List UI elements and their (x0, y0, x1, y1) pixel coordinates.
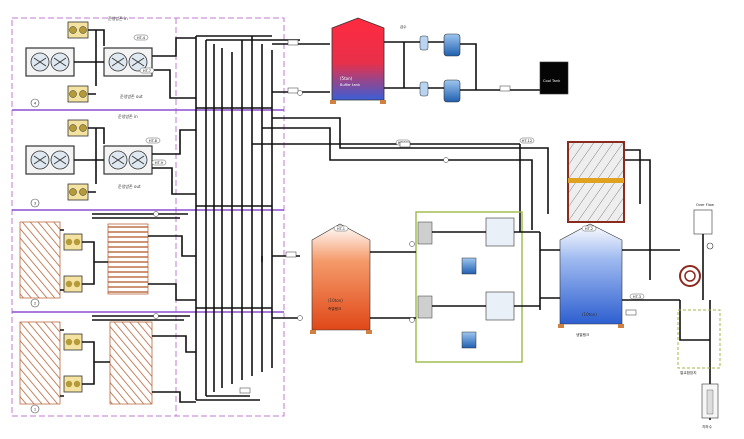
filter-cylinder-2 (443, 79, 461, 103)
fan-coil-unit-zone3-left (25, 145, 75, 175)
zone-number-3: 3 (30, 198, 40, 208)
svg-text:(10ton): (10ton) (328, 298, 343, 303)
overflow-vessel: Over Flow (693, 203, 714, 235)
radiant-coil-zone1-right (109, 321, 153, 405)
pump-piping (370, 231, 541, 319)
fan-coil-unit-zone3-right (103, 145, 153, 175)
groundwater-well (701, 383, 719, 419)
svg-text:3: 3 (34, 202, 36, 206)
heat-exchanger-area (677, 309, 721, 369)
fan-heater-zone4-b (67, 85, 89, 103)
ht-tags: HT-4 HT-7 HT-8 HT-9 HT-1 HT-2 HT-3 HT-11… (133, 34, 645, 300)
small-filter-1 (419, 35, 429, 51)
small-filter-2 (419, 81, 429, 97)
svg-text:4: 4 (34, 102, 37, 106)
fan-coil-unit-zone4-left (25, 47, 75, 77)
svg-text:HT-8: HT-8 (149, 139, 158, 143)
svg-text:Cool Tank: Cool Tank (543, 79, 561, 83)
heat-storage-tank: (10ton) 축열탱크 (310, 223, 372, 334)
fan-heater-zone2-a (63, 233, 83, 251)
fan-heater-zone1-b (63, 375, 83, 393)
svg-text:축열탱크: 축열탱크 (328, 306, 342, 311)
svg-text:1: 1 (34, 408, 36, 412)
fan-heater-zone3-b (67, 183, 89, 201)
valves (153, 39, 714, 394)
zone-number-4: 4 (30, 98, 40, 108)
zone-b-in-label: 준냉방존 in (118, 113, 138, 119)
cold-storage-tank: (10ton) 냉열탱크 (558, 223, 624, 337)
svg-text:(5ton): (5ton) (340, 76, 353, 81)
heat-exchanger-block (567, 141, 625, 223)
coil-reel (679, 265, 701, 287)
cold-tank-piping (540, 249, 680, 301)
svg-text:HT-3: HT-3 (633, 295, 641, 299)
main-header-pipes (195, 35, 300, 401)
greenhouse-zone-border (11, 17, 285, 417)
heat-exchanger-label: 열교환장치 (680, 370, 697, 375)
svg-text:HT-2: HT-2 (585, 227, 593, 231)
feed-water-label: 급수 (400, 24, 407, 29)
svg-text:Over Flow: Over Flow (696, 203, 714, 207)
svg-text:(10ton): (10ton) (582, 312, 597, 317)
fan-heater-zone3-a (67, 119, 89, 137)
svg-text:Buffer tank: Buffer tank (340, 83, 361, 87)
filter-cylinder-1 (443, 33, 461, 57)
radiant-coil-zone2-right (107, 223, 149, 295)
fan-heater-zone2-b (63, 275, 83, 293)
zone-a-top-label: 준냉방존 in (108, 15, 128, 21)
zone-number-2: 2 (30, 298, 40, 308)
svg-text:HT-9: HT-9 (155, 161, 164, 165)
zone-number-1: 1 (30, 404, 40, 414)
buffer-tank-piping (272, 43, 330, 93)
buffer-tank: (5ton) Buffer tank (330, 17, 386, 104)
fan-heater-zone4-a (67, 21, 89, 39)
svg-text:냉열탱크: 냉열탱크 (576, 332, 590, 337)
zone-b-out-label: 준냉방존 out (118, 183, 141, 189)
svg-text:2: 2 (34, 302, 36, 306)
zone-a-out-label: 준냉방존 out (120, 93, 143, 99)
radiant-coil-zone1-left (19, 321, 61, 405)
pump-station-box (415, 211, 523, 363)
svg-text:HT-1: HT-1 (337, 227, 345, 231)
svg-text:HT-7: HT-7 (143, 69, 151, 73)
zone-piping (60, 29, 196, 403)
cool-tank: Cool Tank (539, 61, 569, 95)
groundwater-label: 지하수 (702, 424, 713, 429)
radiant-coil-zone2-left (19, 221, 61, 299)
filter-piping (384, 41, 540, 91)
svg-text:HT-12: HT-12 (522, 139, 532, 143)
svg-text:HT-4: HT-4 (137, 36, 146, 40)
fan-heater-zone1-a (63, 333, 83, 351)
